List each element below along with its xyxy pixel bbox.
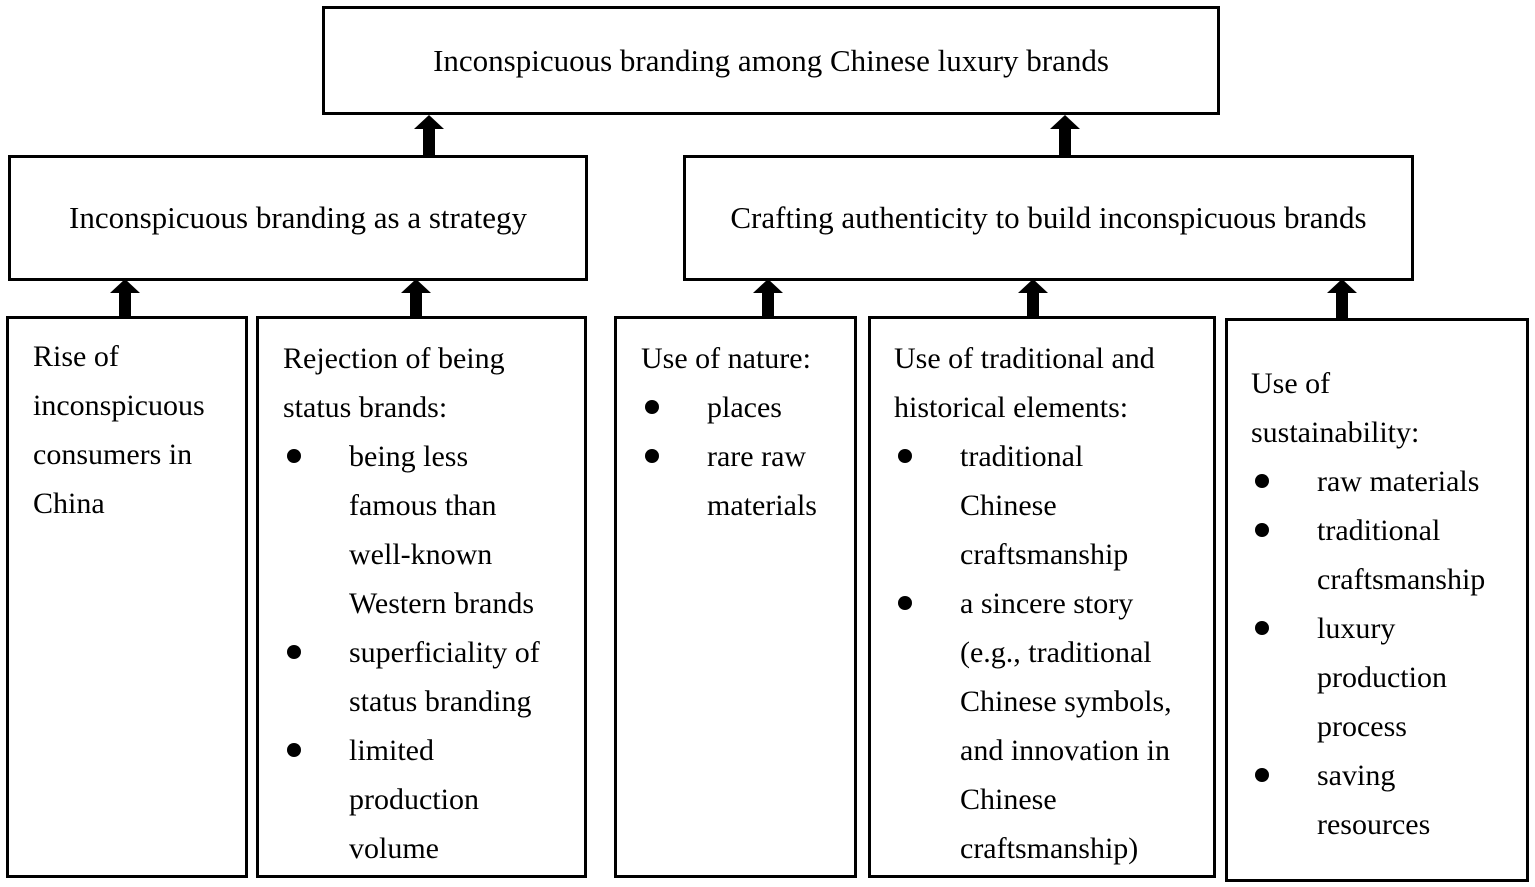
list-item: raw materials [1251,457,1526,506]
mid-box-authenticity: Crafting authenticity to build inconspic… [683,155,1414,281]
mid-box-strategy: Inconspicuous branding as a strategy [8,155,588,281]
list-item: saving resources [1251,751,1526,849]
leaf-rise: Rise of inconspicuous consumers in China [6,316,248,878]
arrow-up-icon [414,115,444,155]
bullet-list: traditional Chinese craftsmanship a sinc… [894,432,1213,873]
bullet-list: places rare raw materials [641,383,854,530]
leaf-nature: Use of nature: places rare raw materials [614,316,857,878]
arrow-up-icon [110,279,140,319]
leaf-heading: Use of nature: [641,342,811,375]
leaf-heading: Use of [1251,367,1331,400]
leaf-line: Rise of [33,340,119,373]
arrow-up-icon [1327,279,1357,319]
leaf-line: inconspicuous [33,389,205,422]
top-title: Inconspicuous branding among Chinese lux… [433,42,1109,78]
list-item: luxury production process [1251,604,1526,751]
leaf-line: China [33,487,105,520]
leaf-traditional: Use of traditional and historical elemen… [868,316,1216,878]
leaf-rejection: Rejection of being status brands: being … [256,316,587,878]
list-item: limited production volume [283,726,584,873]
list-item: traditional craftsmanship [1251,506,1526,604]
list-item: rare raw materials [641,432,854,530]
list-item: being less famous than well-known Wester… [283,432,584,628]
leaf-heading: status brands: [283,391,448,424]
arrow-up-icon [1050,115,1080,155]
list-item: a sincere story (e.g., traditional Chine… [894,579,1213,873]
arrow-up-icon [401,279,431,319]
bullet-list: raw materials traditional craftsmanship … [1251,457,1526,849]
leaf-heading: Rejection of being [283,342,505,375]
leaf-line: consumers in [33,438,193,471]
list-item: places [641,383,854,432]
mid-title-strategy: Inconspicuous branding as a strategy [69,200,527,236]
bullet-list: being less famous than well-known Wester… [283,432,584,873]
leaf-heading: historical elements: [894,391,1129,424]
list-item: traditional Chinese craftsmanship [894,432,1213,579]
list-item: superficiality of status branding [283,628,584,726]
arrow-up-icon [753,279,783,319]
leaf-sustainability: Use of sustainability: raw materials tra… [1225,318,1529,882]
leaf-heading: Use of traditional and [894,342,1155,375]
top-box: Inconspicuous branding among Chinese lux… [322,6,1220,115]
arrow-up-icon [1018,279,1048,319]
leaf-heading: sustainability: [1251,416,1420,449]
mid-title-authenticity: Crafting authenticity to build inconspic… [730,200,1367,236]
